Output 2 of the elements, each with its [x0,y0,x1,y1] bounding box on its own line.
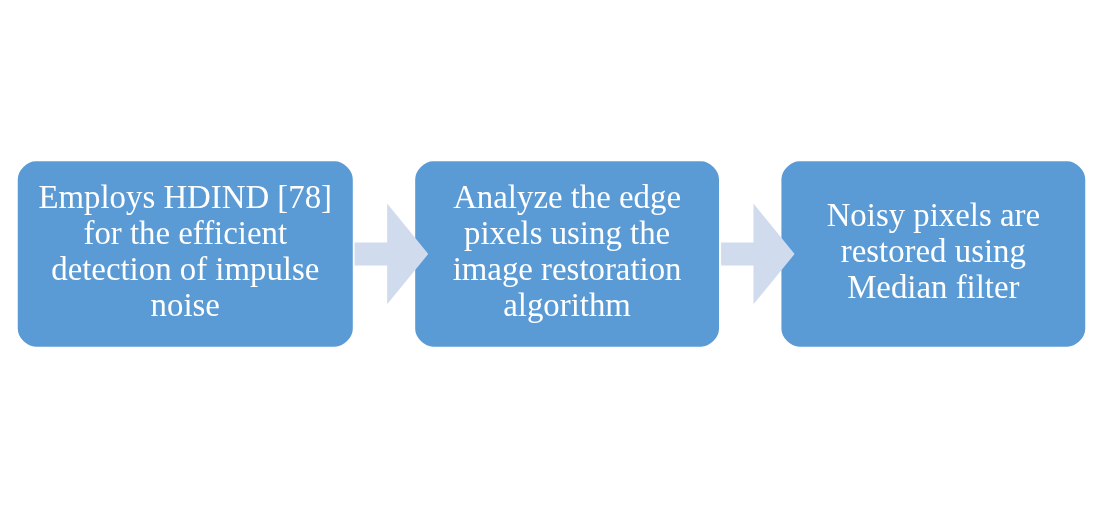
arrow [354,203,429,304]
arrow [721,203,795,304]
